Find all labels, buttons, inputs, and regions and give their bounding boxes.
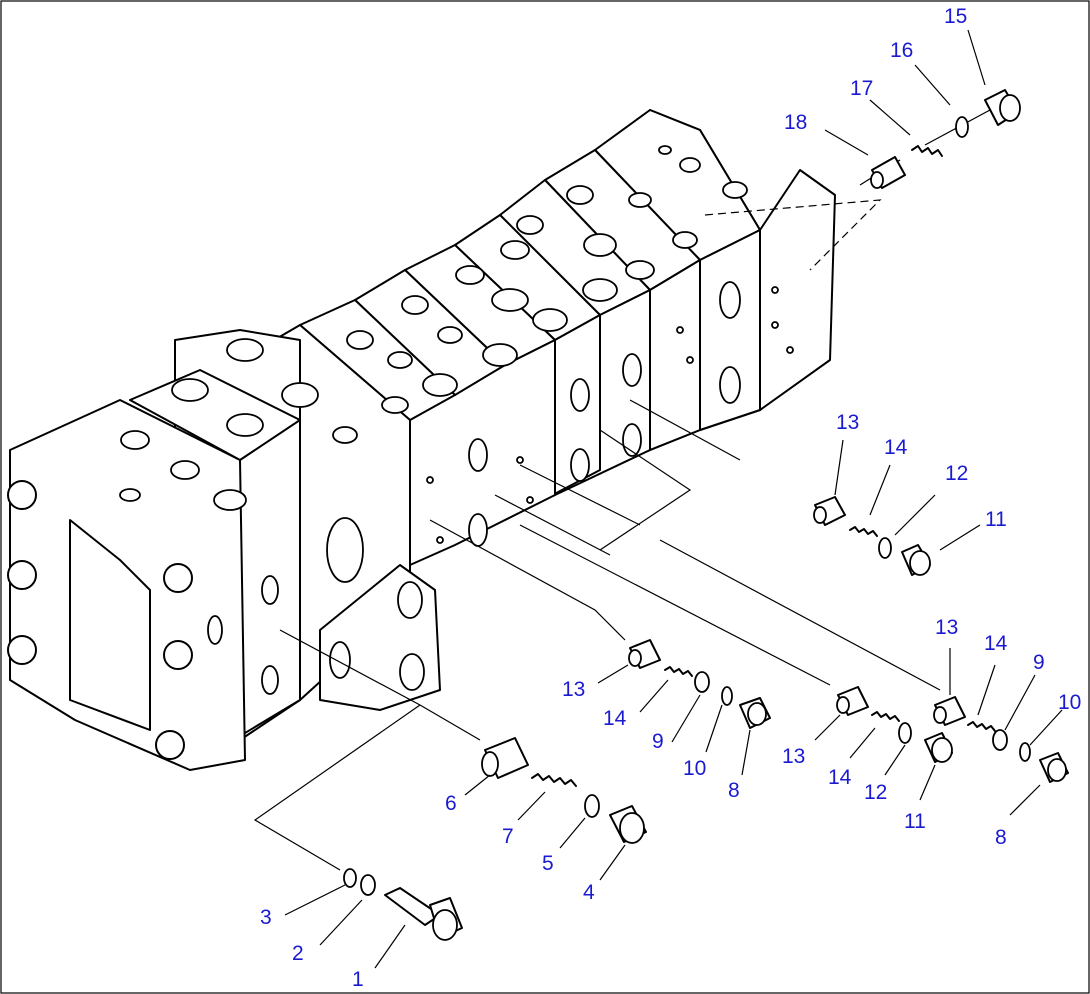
callout-5: 5 xyxy=(542,852,554,875)
callout-12: 12 xyxy=(864,781,888,804)
exploded-parts xyxy=(284,29,1069,969)
callout-16: 16 xyxy=(890,39,914,62)
callout-14: 14 xyxy=(603,707,627,730)
callout-9: 9 xyxy=(652,730,664,753)
assembly-lines xyxy=(253,109,991,871)
control-valve-body xyxy=(7,109,836,771)
callout-7: 7 xyxy=(502,825,514,848)
callout-14: 14 xyxy=(984,632,1008,655)
callout-18: 18 xyxy=(784,111,808,134)
callout-8: 8 xyxy=(728,779,740,802)
callout-3: 3 xyxy=(260,906,272,929)
callout-1: 1 xyxy=(352,968,364,991)
callout-15: 15 xyxy=(944,5,968,28)
callout-13: 13 xyxy=(935,616,959,639)
callout-10: 10 xyxy=(1058,691,1082,714)
callout-8: 8 xyxy=(995,826,1007,849)
callout-9: 9 xyxy=(1033,651,1045,674)
callout-12: 12 xyxy=(945,462,969,485)
callout-4: 4 xyxy=(583,881,595,904)
callout-14: 14 xyxy=(884,436,908,459)
callout-13: 13 xyxy=(562,678,586,701)
callout-13: 13 xyxy=(836,411,860,434)
callout-6: 6 xyxy=(445,792,457,815)
callout-2: 2 xyxy=(292,942,304,965)
callout-11: 11 xyxy=(904,810,926,833)
callout-11: 11 xyxy=(985,508,1007,531)
callout-10: 10 xyxy=(683,757,707,780)
callout-13: 13 xyxy=(782,745,806,768)
callout-17: 17 xyxy=(850,77,874,100)
callout-14: 14 xyxy=(828,766,852,789)
